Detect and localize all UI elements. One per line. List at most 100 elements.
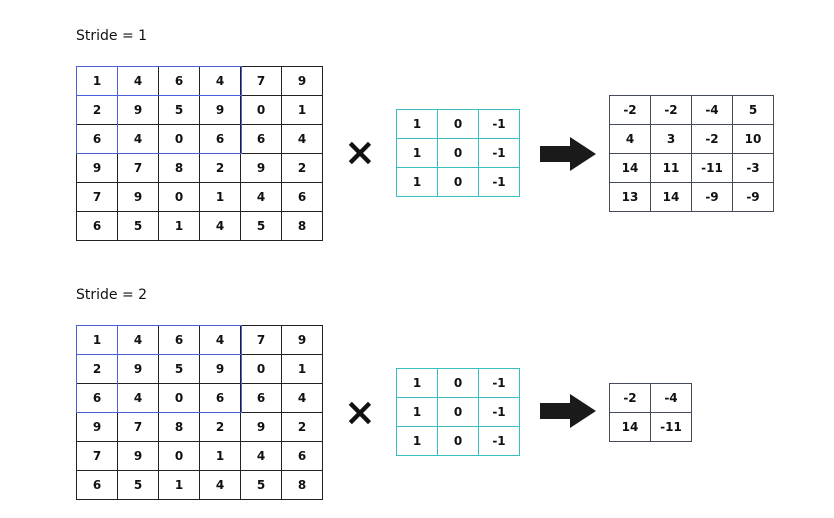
input-cell: 9 [117,182,159,212]
input-cell: 6 [281,441,323,471]
input-cell: 1 [76,66,118,96]
kernel-cell: 1 [396,397,438,427]
kernel-cell: 1 [396,109,438,139]
input-cell: 4 [117,383,159,413]
input-cell: 0 [158,383,200,413]
input-cell: 0 [240,354,282,384]
kernel-cell: 1 [396,368,438,398]
input-cell: 2 [76,354,118,384]
input-cell: 6 [158,325,200,355]
kernel-cell: 1 [396,426,438,456]
input-cell: 6 [240,383,282,413]
output-cell: 4 [609,124,651,154]
kernel-cell: 0 [437,368,479,398]
input-cell: 1 [158,470,200,500]
output-cell: -2 [609,383,651,413]
kernel-cell: 0 [437,397,479,427]
kernel-cell: -1 [478,138,520,168]
kernel-cell: 0 [437,167,479,197]
arrow-right-icon-stride-1 [540,137,596,171]
input-cell: 2 [281,153,323,183]
output-cell: 14 [609,153,651,183]
input-cell: 5 [158,95,200,125]
kernel-cell: 1 [396,167,438,197]
input-cell: 7 [240,66,282,96]
input-cell: 1 [158,211,200,241]
multiply-icon-stride-2: × [344,390,376,434]
input-cell: 6 [76,383,118,413]
input-cell: 4 [199,325,241,355]
input-cell: 7 [240,325,282,355]
kernel-cell: 0 [437,109,479,139]
output-cell: -2 [650,95,692,125]
input-cell: 1 [199,441,241,471]
input-cell: 8 [281,211,323,241]
input-cell: 5 [158,354,200,384]
input-cell: 9 [117,354,159,384]
output-cell: -2 [691,124,733,154]
output-cell: 13 [609,182,651,212]
input-cell: 8 [158,153,200,183]
input-cell: 6 [199,383,241,413]
input-cell: 6 [240,124,282,154]
input-cell: 5 [117,470,159,500]
kernel-cell: 0 [437,138,479,168]
output-cell: -4 [650,383,692,413]
input-cell: 0 [240,95,282,125]
input-cell: 4 [117,124,159,154]
input-cell: 6 [76,211,118,241]
output-cell: -3 [732,153,774,183]
output-cell: 3 [650,124,692,154]
input-cell: 9 [281,66,323,96]
input-cell: 5 [240,211,282,241]
output-cell: 5 [732,95,774,125]
input-cell: 4 [281,124,323,154]
stride-1-title: Stride = 1 [76,28,148,44]
output-cell: -11 [691,153,733,183]
input-cell: 9 [240,153,282,183]
input-cell: 4 [117,66,159,96]
input-cell: 6 [158,66,200,96]
input-cell: 8 [281,470,323,500]
output-row: 14-11 [609,412,692,442]
input-cell: 1 [281,354,323,384]
output-cell: -11 [650,412,692,442]
input-cell: 6 [76,124,118,154]
arrow-right-icon-stride-2 [540,394,596,428]
input-cell: 4 [199,66,241,96]
input-cell: 1 [199,182,241,212]
input-cell: 5 [117,211,159,241]
input-cell: 4 [117,325,159,355]
multiply-icon-stride-1: × [344,130,376,174]
output-cell: 14 [650,182,692,212]
kernel-cell: -1 [478,426,520,456]
input-cell: 1 [76,325,118,355]
input-cell: 6 [76,470,118,500]
input-cell: 2 [199,153,241,183]
input-cell: 4 [240,182,282,212]
input-cell: 0 [158,182,200,212]
input-cell: 0 [158,124,200,154]
input-cell: 9 [281,325,323,355]
input-cell: 6 [281,182,323,212]
input-cell: 4 [199,470,241,500]
input-cell: 4 [199,211,241,241]
stride-2-title: Stride = 2 [76,287,148,303]
